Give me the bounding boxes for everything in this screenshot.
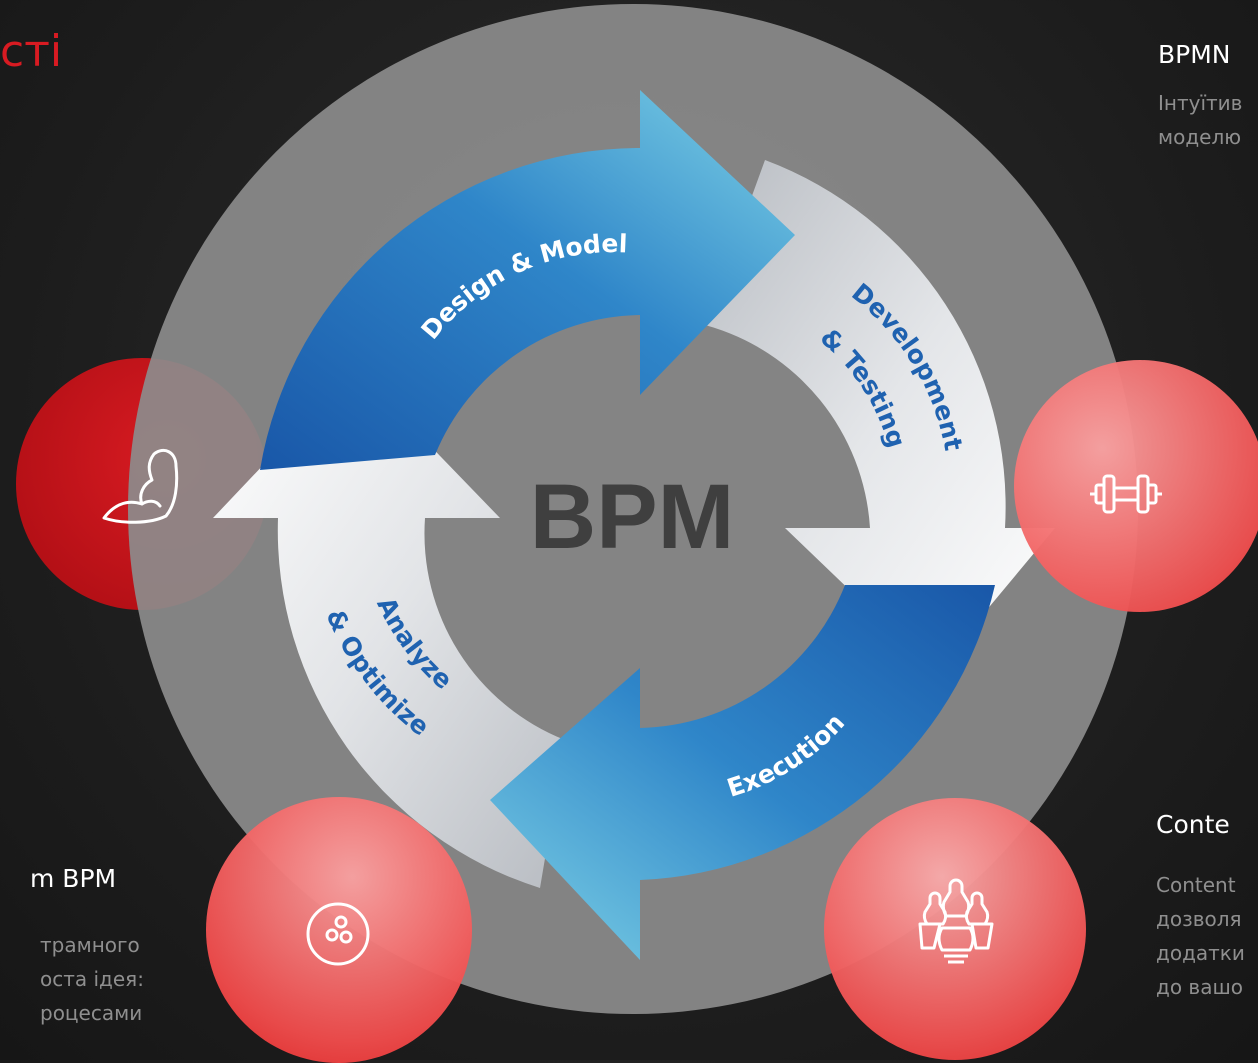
section-title: сті bbox=[0, 26, 63, 77]
bpm-description: трамного оста ідея: роцесами bbox=[40, 928, 144, 1030]
feature-circle-bottom-left[interactable] bbox=[206, 797, 472, 1063]
flexed-bicep-icon bbox=[102, 449, 179, 524]
bpmn-description: Інтуїтив моделю bbox=[1158, 86, 1242, 154]
content-desc-line: дозволя bbox=[1156, 907, 1242, 931]
bpm-heading: m BPM bbox=[30, 864, 117, 893]
bpm-desc-line: оста ідея: bbox=[40, 967, 144, 991]
execution-arrow bbox=[490, 585, 995, 960]
content-desc-line: додатки bbox=[1156, 941, 1245, 965]
bpmn-desc-line: Інтуїтив bbox=[1158, 91, 1243, 115]
bpm-desc-line: трамного bbox=[40, 933, 140, 957]
bpmn-heading: BPMN bbox=[1158, 40, 1231, 69]
bowling-ball-icon bbox=[306, 902, 370, 966]
bpm-desc-line: роцесами bbox=[40, 1001, 143, 1025]
design-model-arrow bbox=[260, 90, 795, 470]
dumbbell-icon bbox=[1090, 474, 1162, 514]
development-arrow bbox=[705, 160, 1055, 672]
content-desc-line: Content bbox=[1156, 873, 1236, 897]
bowling-pins-icon bbox=[918, 878, 994, 964]
content-heading: Conte bbox=[1156, 810, 1230, 839]
analyze-arrow bbox=[213, 368, 565, 888]
content-description: Content дозволя додатки до вашо bbox=[1156, 868, 1245, 1004]
bpmn-desc-line: моделю bbox=[1158, 125, 1242, 149]
center-bpm-label: BPM bbox=[530, 466, 734, 568]
content-desc-line: до вашо bbox=[1156, 975, 1244, 999]
feature-circle-right[interactable] bbox=[1014, 360, 1258, 612]
